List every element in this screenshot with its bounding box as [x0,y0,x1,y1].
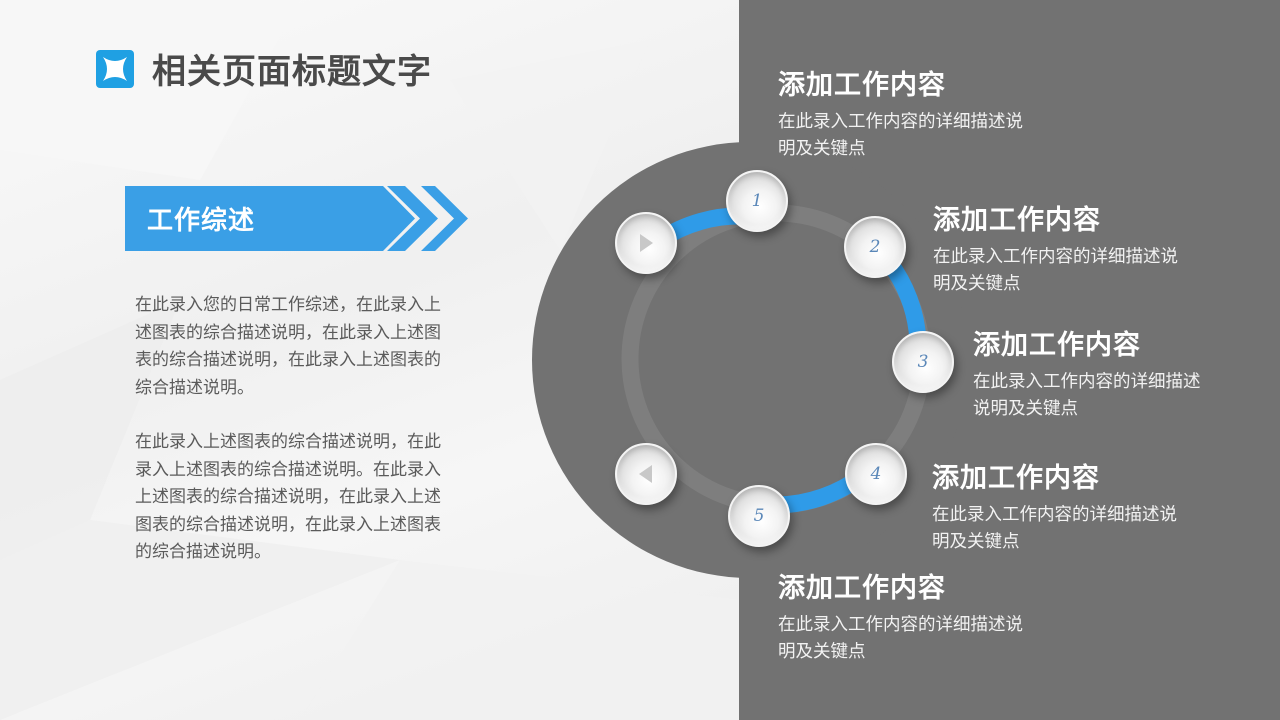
work-item-2: 添加工作内容 在此录入工作内容的详细描述说 明及关键点 [933,203,1178,298]
cycle-node-2[interactable]: 2 [844,216,906,278]
node-number: 3 [917,352,929,372]
item-desc-line: 明及关键点 [932,532,1020,552]
section-banner: 工作综述 [125,186,470,251]
banner-label: 工作综述 [147,206,256,236]
cycle-node-1[interactable]: 1 [726,170,788,232]
item-title: 添加工作内容 [932,463,1100,494]
node-number: 1 [751,191,763,211]
item-title: 添加工作内容 [933,205,1101,236]
node-number: 5 [753,506,765,526]
node-number: 2 [869,237,881,257]
item-desc-line: 明及关键点 [933,274,1021,294]
item-title: 添加工作内容 [778,70,946,101]
cycle-node-3[interactable]: 3 [892,331,954,393]
node-number: 4 [870,464,882,484]
cycle-node-5[interactable]: 5 [728,485,790,547]
cycle-node-4[interactable]: 4 [845,443,907,505]
item-title: 添加工作内容 [973,330,1141,361]
item-desc-line: 在此录入工作内容的详细描述说 [778,615,1023,635]
work-item-3: 添加工作内容 在此录入工作内容的详细描述 说明及关键点 [973,328,1201,423]
item-desc: 在此录入工作内容的详细描述说 明及关键点 [778,109,1023,163]
item-desc-line: 明及关键点 [778,642,866,662]
summary-paragraph-2: 在此录入上述图表的综合描述说明，在此录入上述图表的综合描述说明。在此录入上述图表… [135,432,441,562]
summary-text: 在此录入您的日常工作综述，在此录入上述图表的综合描述说明，在此录入上述图表的综合… [135,292,457,567]
page-title: 相关页面标题文字 [152,52,432,92]
item-desc: 在此录入工作内容的详细描述 说明及关键点 [973,369,1201,423]
play-icon [640,234,653,252]
item-desc-line: 在此录入工作内容的详细描述说 [933,247,1178,267]
item-desc: 在此录入工作内容的详细描述说 明及关键点 [932,502,1177,556]
double-chevron-right-icon [125,186,468,251]
item-desc-line: 说明及关键点 [973,399,1078,419]
item-desc: 在此录入工作内容的详细描述说 明及关键点 [778,612,1023,666]
page-header: 相关页面标题文字 [96,44,432,93]
item-desc-line: 在此录入工作内容的详细描述 [973,372,1201,392]
item-desc: 在此录入工作内容的详细描述说 明及关键点 [933,244,1178,298]
four-point-star-icon [96,49,134,88]
work-item-5: 添加工作内容 在此录入工作内容的详细描述说 明及关键点 [778,571,1023,666]
item-desc-line: 在此录入工作内容的详细描述说 [778,112,1023,132]
back-button[interactable] [615,443,677,505]
back-triangle-icon [639,465,652,483]
work-item-1: 添加工作内容 在此录入工作内容的详细描述说 明及关键点 [778,68,1023,163]
item-desc-line: 明及关键点 [778,139,866,159]
item-desc-line: 在此录入工作内容的详细描述说 [932,505,1177,525]
work-item-4: 添加工作内容 在此录入工作内容的详细描述说 明及关键点 [932,461,1177,556]
play-button[interactable] [615,212,677,274]
item-title: 添加工作内容 [778,573,946,604]
summary-paragraph-1: 在此录入您的日常工作综述，在此录入上述图表的综合描述说明，在此录入上述图表的综合… [135,295,441,398]
